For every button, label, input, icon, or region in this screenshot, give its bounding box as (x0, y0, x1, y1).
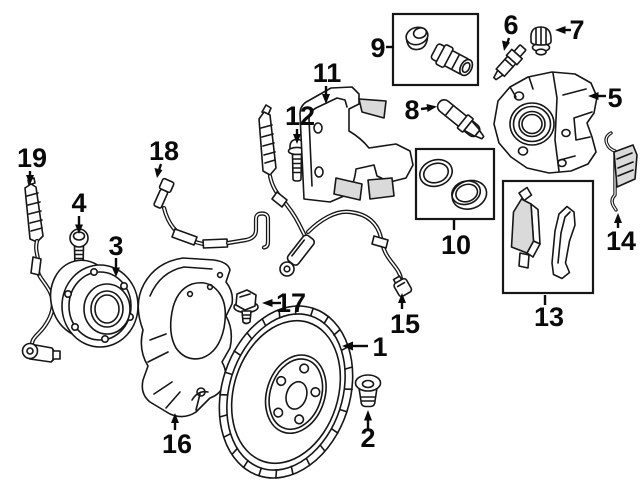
callout-5[interactable]: 5 (588, 83, 623, 113)
callout-label: 10 (441, 230, 471, 260)
callout-label: 13 (534, 302, 564, 332)
callout-17[interactable]: 17 (262, 288, 306, 318)
callout-2[interactable]: 2 (360, 410, 376, 453)
callout-14[interactable]: 14 (606, 213, 636, 256)
bleeder-cap-drawing (530, 26, 552, 56)
callout-label: 12 (285, 101, 315, 131)
callout-13[interactable]: 13 (534, 295, 564, 332)
callout-3[interactable]: 3 (108, 231, 124, 277)
callout-label: 3 (108, 231, 123, 261)
callout-label: 8 (404, 95, 419, 125)
callout-11[interactable]: 11 (313, 58, 342, 104)
callout-label: 2 (360, 423, 375, 453)
callout-label: 4 (71, 188, 86, 218)
bushing-kit-box (391, 12, 480, 87)
callout-label: 11 (313, 58, 342, 88)
callout-12[interactable]: 12 (285, 101, 315, 144)
wear-sensor-drawing (153, 177, 271, 250)
callout-8[interactable]: 8 (404, 95, 437, 125)
guide-pin-drawing (436, 98, 485, 140)
dust-shield-drawing (137, 257, 234, 418)
abs-speed-sensor-drawing (21, 177, 61, 363)
brake-pad-set-box (501, 179, 595, 295)
callout-7[interactable]: 7 (555, 15, 585, 45)
callout-15[interactable]: 15 (390, 293, 420, 339)
sensor-harness-drawing (258, 104, 413, 298)
wear-sensor-connector-drawing (392, 275, 413, 298)
callout-label: 16 (162, 429, 192, 459)
retaining-spring-drawing (604, 131, 638, 212)
brake-rotor-drawing (218, 305, 354, 479)
callout-label: 6 (503, 10, 518, 40)
callout-16[interactable]: 16 (162, 413, 192, 459)
dust-shield-bolt-drawing (233, 289, 259, 325)
callout-6[interactable]: 6 (502, 10, 519, 51)
seal-kit-box (414, 147, 496, 221)
callout-label: 7 (569, 15, 584, 45)
callout-18[interactable]: 18 (149, 136, 179, 178)
callout-1[interactable]: 1 (342, 332, 388, 362)
callout-label: 18 (149, 136, 179, 166)
callout-label: 19 (17, 143, 47, 173)
callout-label: 9 (370, 33, 385, 63)
callout-label: 17 (276, 288, 306, 318)
callout-label: 5 (607, 83, 622, 113)
callout-10[interactable]: 10 (441, 220, 471, 260)
callout-label: 1 (372, 332, 387, 362)
callout-label: 14 (606, 226, 636, 256)
rotor-set-screw-drawing (354, 374, 382, 408)
caliper-bracket-drawing (299, 86, 414, 203)
brake-caliper-drawing (493, 71, 598, 174)
bleeder-screw-drawing (493, 44, 527, 81)
callout-19[interactable]: 19 (17, 143, 47, 185)
callout-4[interactable]: 4 (71, 188, 87, 234)
callout-9[interactable]: 9 (370, 33, 394, 63)
callout-label: 15 (390, 309, 420, 339)
wheel-hub-drawing (49, 259, 139, 348)
